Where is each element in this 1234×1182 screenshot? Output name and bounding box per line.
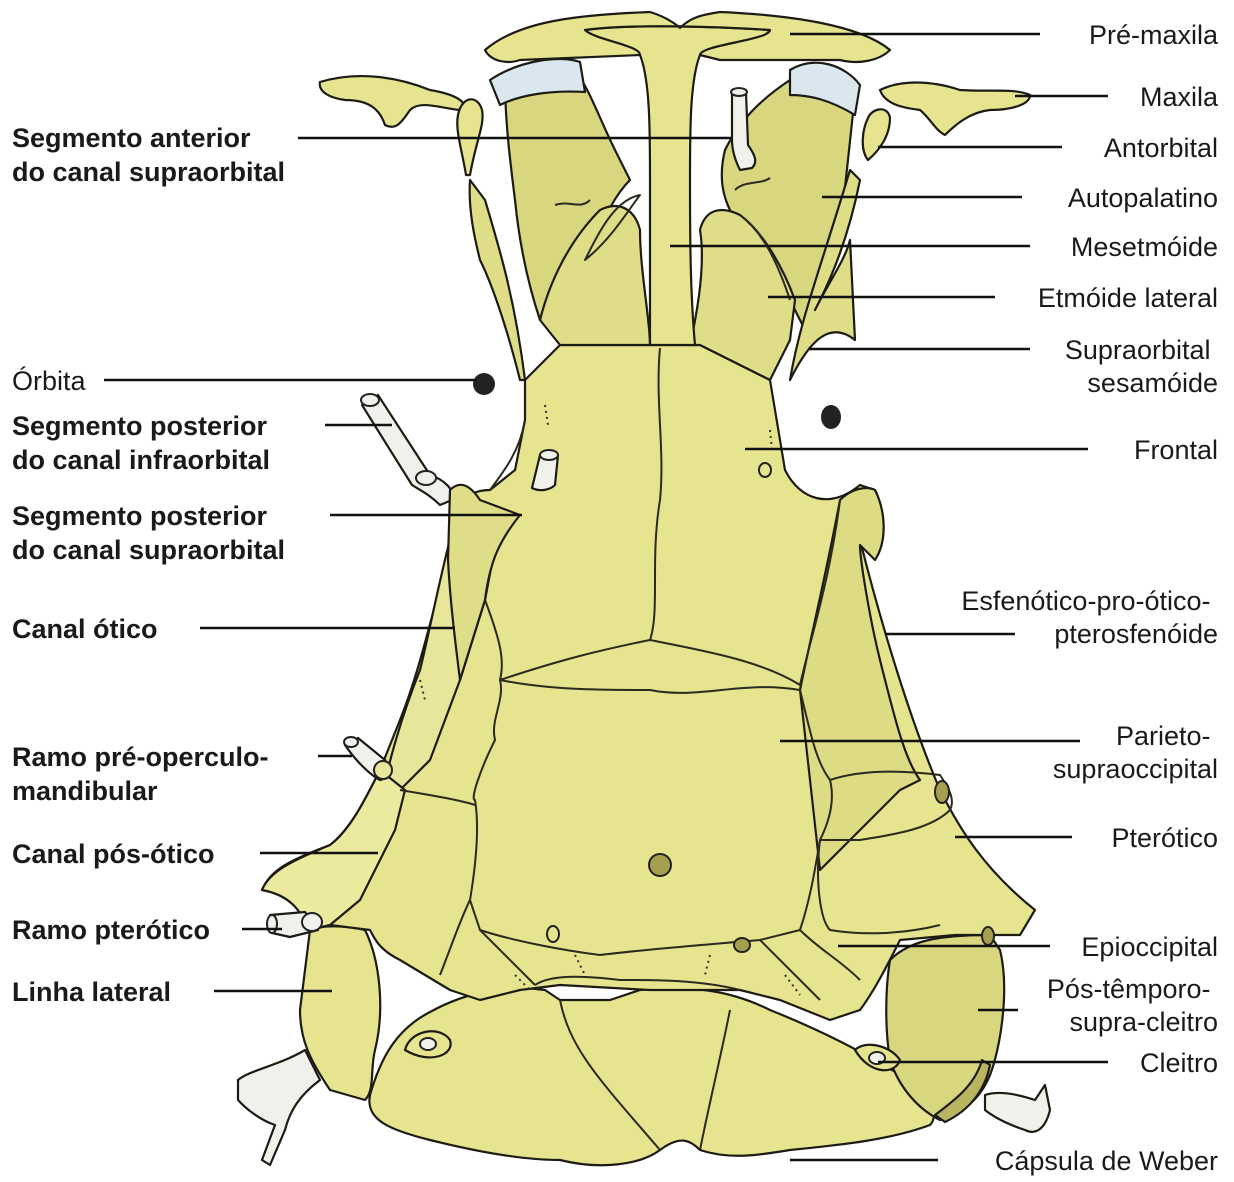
foramen-center bbox=[649, 854, 671, 876]
label-maxila: Maxila bbox=[1140, 82, 1219, 112]
preoperculo-mandibular-tip bbox=[344, 737, 358, 747]
pterotic-branch-tip bbox=[267, 915, 277, 933]
antorbital-right bbox=[863, 109, 890, 160]
label-pterotico: Pterótico bbox=[1111, 823, 1218, 853]
label-ramo-pre-operculo-mandibular: Ramo pré-operculo- mandibular bbox=[12, 742, 276, 806]
label-antorbital: Antorbital bbox=[1104, 133, 1218, 163]
foramen-right-small bbox=[734, 938, 750, 952]
label-etmoide-lateral: Etmóide lateral bbox=[1038, 283, 1218, 313]
maxilla-left bbox=[320, 76, 464, 127]
label-linha-lateral: Linha lateral bbox=[12, 977, 171, 1007]
label-epioccipital: Epioccipital bbox=[1081, 932, 1218, 962]
label-autopalatino: Autopalatino bbox=[1068, 183, 1218, 213]
orbit-dot bbox=[473, 373, 495, 395]
lateral-line-canal-left bbox=[238, 1050, 320, 1165]
foramen-epioccipital bbox=[982, 927, 994, 945]
pterotic-branch-joint bbox=[302, 913, 322, 931]
maxilla-right bbox=[880, 83, 1030, 136]
infraorbital-canal-posterior bbox=[362, 395, 453, 505]
label-capsula-weber: Cápsula de Weber bbox=[995, 1146, 1218, 1176]
label-pre-maxila: Pré-maxila bbox=[1089, 20, 1219, 50]
labels-left: Segmento anterior do canal supraorbital … bbox=[12, 123, 285, 1007]
infraorbital-canal-joint bbox=[416, 471, 436, 485]
label-segmento-anterior-supraorbital: Segmento anterior do canal supraorbital bbox=[12, 123, 285, 187]
foramen-pterotic bbox=[935, 781, 949, 803]
label-canal-otico: Canal ótico bbox=[12, 614, 158, 644]
label-orbita: Órbita bbox=[12, 365, 87, 396]
label-cleitro: Cleitro bbox=[1140, 1048, 1218, 1078]
neurocranium-body bbox=[262, 345, 1035, 1020]
supraorbital-canal-anterior-tip bbox=[731, 88, 747, 96]
label-frontal: Frontal bbox=[1134, 435, 1218, 465]
label-parieto-supraoccipital: Parieto- supraoccipital bbox=[1053, 721, 1218, 784]
skull-illustration bbox=[238, 12, 1050, 1165]
orbit-dot bbox=[821, 405, 841, 429]
lateral-line-canal-right bbox=[985, 1085, 1050, 1132]
label-pos-temporo-supra-cleitro: Pós-têmporo- supra-cleitro bbox=[1047, 974, 1218, 1037]
label-mesetmoide: Mesetmóide bbox=[1071, 232, 1218, 262]
label-segmento-posterior-infraorbital: Segmento posterior do canal infraorbital bbox=[12, 411, 275, 475]
label-supraorbital-sesamoide: Supraorbital sesamóide bbox=[1065, 335, 1218, 398]
cleithrum-left-pore bbox=[420, 1038, 436, 1050]
supraorbital-canal-posterior-tip bbox=[540, 450, 558, 460]
label-segmento-posterior-supraorbital: Segmento posterior do canal supraorbital bbox=[12, 501, 285, 565]
foramen-left-small bbox=[547, 926, 559, 942]
label-ramo-pterotico: Ramo pterótico bbox=[12, 915, 210, 945]
label-canal-pos-otico: Canal pós-ótico bbox=[12, 839, 215, 869]
label-esfenotico: Esfenótico-pro-ótico- pterosfenóide bbox=[961, 586, 1218, 649]
preoperculo-mandibular-joint bbox=[374, 761, 392, 779]
infraorbital-canal-tip bbox=[361, 394, 379, 406]
